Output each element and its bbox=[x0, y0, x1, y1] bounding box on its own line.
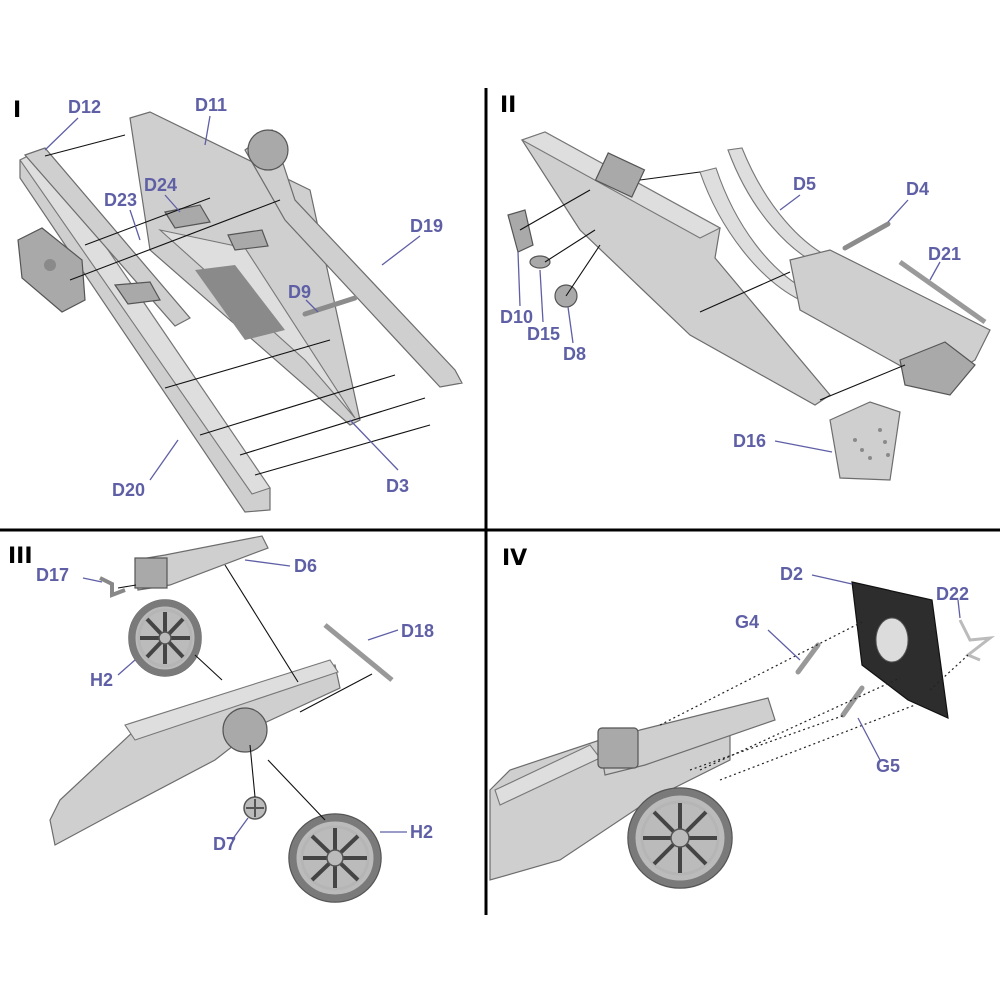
part-d22 bbox=[958, 619, 996, 662]
part-d17 bbox=[99, 576, 126, 598]
label-d11: D11 bbox=[195, 95, 227, 115]
carriage-body-part bbox=[521, 131, 831, 406]
label-h2-lower: H2 bbox=[410, 822, 433, 842]
label-d2: D2 bbox=[780, 564, 803, 584]
rod-d9 bbox=[302, 295, 358, 317]
step-number-1: I bbox=[13, 98, 21, 123]
step-number-4: IV bbox=[502, 546, 527, 571]
wheel-h2-lower bbox=[288, 813, 382, 903]
rod-g5 bbox=[840, 685, 865, 718]
part-d18 bbox=[323, 623, 394, 682]
label-d24: D24 bbox=[144, 175, 177, 195]
label-d23: D23 bbox=[104, 190, 137, 210]
barrel-breech bbox=[597, 727, 639, 769]
carriage-part bbox=[49, 664, 341, 846]
wheel-part bbox=[627, 787, 733, 889]
carriage-cradle bbox=[594, 152, 646, 198]
part-d23 bbox=[113, 281, 161, 305]
assembly-arrows-3 bbox=[117, 564, 373, 821]
step-number-2: II bbox=[500, 93, 516, 118]
trail-plate-cutout bbox=[195, 265, 285, 340]
carriage-top bbox=[124, 659, 339, 741]
trail-spade-plate bbox=[899, 341, 976, 396]
part-d15 bbox=[529, 255, 551, 269]
label-d6: D6 bbox=[294, 556, 317, 576]
label-d16: D16 bbox=[733, 431, 766, 451]
label-d3: D3 bbox=[386, 476, 409, 496]
part-small-bracket bbox=[227, 229, 269, 251]
part-d10 bbox=[507, 209, 534, 253]
label-d20: D20 bbox=[112, 480, 145, 500]
label-d17: D17 bbox=[36, 565, 69, 585]
barrel-part bbox=[599, 697, 776, 776]
carriage-part bbox=[489, 719, 731, 881]
panel-step-1: I bbox=[13, 95, 463, 513]
panel-step-4: IV bbox=[489, 546, 996, 889]
label-g5: G5 bbox=[876, 756, 900, 776]
rod-g4 bbox=[795, 642, 821, 675]
label-g4: G4 bbox=[735, 612, 759, 632]
assembly-arrows-1 bbox=[44, 134, 431, 476]
label-h2-upper: H2 bbox=[90, 670, 113, 690]
label-d9: D9 bbox=[288, 282, 311, 302]
label-d22: D22 bbox=[936, 584, 969, 604]
wheel-h2-upper bbox=[128, 599, 202, 677]
label-d19: D19 bbox=[410, 216, 443, 236]
barrel-breech bbox=[134, 557, 168, 589]
label-d10: D10 bbox=[500, 307, 533, 327]
label-d15: D15 bbox=[527, 324, 560, 344]
spade-d16-part bbox=[829, 401, 901, 481]
panel-step-2: II bbox=[500, 93, 991, 481]
label-d7: D7 bbox=[213, 834, 236, 854]
right-bracket-part bbox=[247, 129, 289, 171]
panel-step-3: III bbox=[8, 535, 434, 903]
carriage-trunnion bbox=[222, 707, 268, 753]
step-number-3: III bbox=[8, 544, 33, 569]
handle-d21 bbox=[898, 259, 987, 325]
label-d18: D18 bbox=[401, 621, 434, 641]
assembly-arrows-2 bbox=[519, 171, 906, 401]
label-d12: D12 bbox=[68, 97, 101, 117]
spade-rivets bbox=[853, 428, 890, 460]
part-d7 bbox=[243, 796, 267, 820]
label-d4: D4 bbox=[906, 179, 929, 199]
label-d8: D8 bbox=[563, 344, 586, 364]
label-d5: D5 bbox=[793, 174, 816, 194]
assembly-guides-4 bbox=[659, 621, 969, 781]
barrel-d6-part bbox=[134, 535, 269, 591]
shield-d2-opening bbox=[875, 617, 909, 663]
label-d21: D21 bbox=[928, 244, 961, 264]
rod-d4 bbox=[842, 221, 891, 251]
